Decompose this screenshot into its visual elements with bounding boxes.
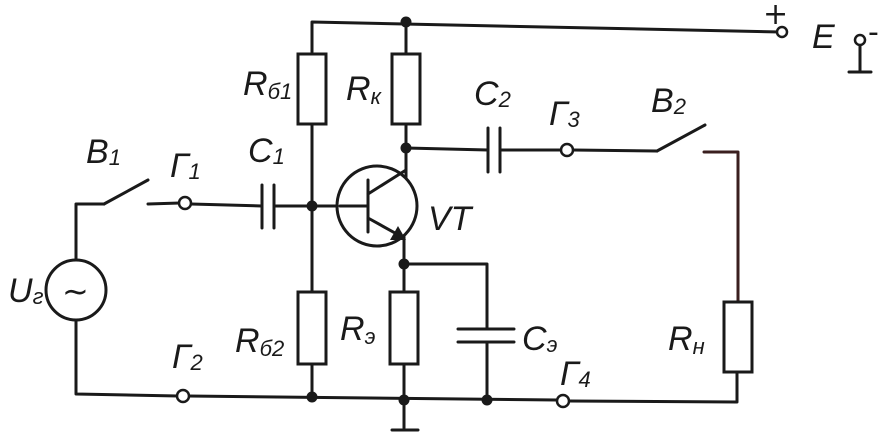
label-g4: Г4 — [560, 355, 591, 393]
terminal-g4 — [555, 393, 571, 409]
terminal-g3 — [559, 142, 575, 158]
emitter-arrow — [390, 226, 406, 240]
source-top-wire — [74, 202, 106, 262]
capacitor-ce — [456, 327, 516, 344]
source-bottom-wire — [74, 318, 180, 398]
minus-label: - — [868, 15, 879, 50]
input-wire-2 — [189, 202, 264, 208]
label-c2: C2 — [474, 75, 511, 113]
label-g1: Г1 — [170, 147, 201, 185]
output-wire — [404, 146, 490, 152]
switch-b1[interactable] — [102, 178, 150, 206]
tilde-symbol: ~ — [62, 272, 89, 310]
terminal-supply — [775, 25, 789, 39]
label-vt: VT — [428, 200, 474, 238]
input-wire — [146, 201, 182, 206]
resistor-re — [388, 290, 420, 366]
junctions — [306, 16, 493, 406]
label-c1: C1 — [248, 132, 285, 170]
resistor-rb1 — [296, 52, 328, 126]
label-g3: Г3 — [549, 95, 581, 133]
ac-source — [44, 258, 108, 322]
label-ce: Cэ — [522, 320, 558, 358]
label-b2: B2 — [651, 82, 686, 120]
label-re: Rэ — [340, 310, 376, 349]
ground-rail — [186, 394, 559, 402]
battery-e-symbol — [847, 33, 873, 74]
load-wire — [702, 150, 740, 304]
label-rb2: Rб2 — [235, 322, 284, 361]
label-ug: Uг — [8, 272, 44, 310]
output-wire-3 — [571, 148, 659, 153]
label-rb1: Rб1 — [243, 65, 292, 104]
terminal-g1 — [177, 195, 193, 211]
label-b1: B1 — [86, 133, 121, 171]
emitter-bypass-wire — [402, 262, 489, 331]
resistor-rn — [722, 300, 754, 374]
transistor-vt — [335, 164, 419, 248]
label-rk: Rк — [346, 70, 383, 109]
terminal-g2 — [175, 388, 191, 404]
label-e: E — [812, 18, 835, 56]
plus-label: + — [763, 0, 788, 32]
resistor-rb2 — [296, 290, 328, 366]
switch-b2[interactable] — [655, 123, 707, 153]
supply-rail — [310, 20, 782, 54]
label-rn: Rн — [668, 320, 705, 359]
capacitor-c2 — [486, 126, 502, 174]
capacitor-c1 — [260, 183, 276, 230]
wires — [74, 20, 782, 432]
resistor-rk — [390, 52, 422, 126]
label-g2: Г2 — [172, 338, 203, 376]
ground-rail-2 — [567, 370, 739, 404]
